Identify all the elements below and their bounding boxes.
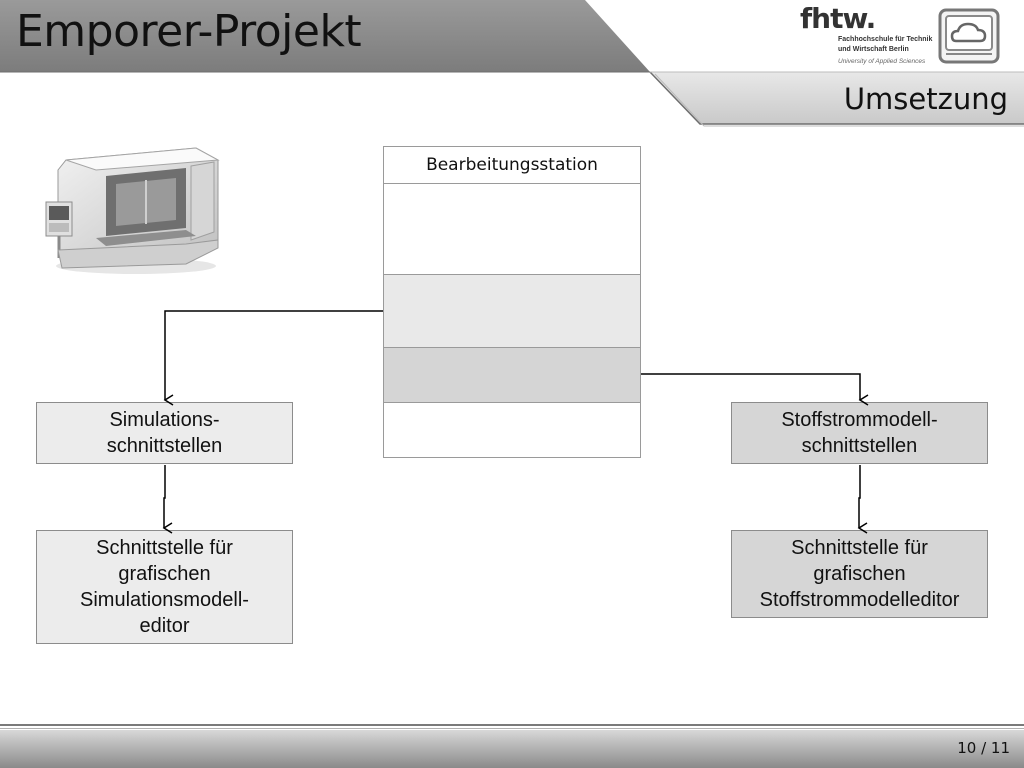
connector-station-to-material-flow: [641, 373, 869, 406]
footer-band: [0, 724, 1024, 768]
station-row: [384, 348, 640, 403]
box-text-line: Stoffstrommodelleditor: [759, 589, 960, 611]
box-text-line: grafischen: [118, 563, 211, 585]
section-title: Umsetzung: [843, 82, 1008, 116]
header-band: [0, 0, 1024, 130]
cloud-monitor-icon: [938, 8, 1000, 64]
station-row: [384, 275, 640, 348]
connector-station-to-simulation: [163, 310, 383, 406]
material-flow-interfaces-box: Stoffstrommodell- schnittstellen: [731, 402, 988, 464]
box-text-line: grafischen: [813, 563, 906, 585]
machine-tool-image: [36, 140, 226, 280]
processing-station: Bearbeitungsstation: [383, 146, 641, 458]
box-text-line: Simulationsmodell-: [80, 589, 249, 611]
simulation-editor-box: Schnittstelle für grafischen Simulations…: [36, 530, 293, 644]
page-number: 10 / 11: [957, 739, 1010, 757]
simulation-interfaces-box: Simulations- schnittstellen: [36, 402, 293, 464]
page-title: Emporer-Projekt: [16, 6, 362, 57]
box-text-line: schnittstellen: [106, 435, 223, 457]
station-row: [384, 403, 640, 457]
logo-text-line2: und Wirtschaft Berlin: [838, 46, 909, 53]
material-flow-editor-box: Schnittstelle für grafischen Stoffstromm…: [731, 530, 988, 618]
station-row: [384, 184, 640, 275]
box-text-line: Stoffstrommodell-: [781, 409, 938, 431]
box-text-line: schnittstellen: [801, 435, 918, 457]
logo-text-line3: University of Applied Sciences: [838, 58, 926, 65]
logo-mark: fhtw.: [800, 2, 876, 35]
box-text-line: Simulations-: [109, 409, 220, 431]
station-title: Bearbeitungsstation: [384, 147, 640, 184]
box-text-line: editor: [139, 615, 190, 637]
connector-simulation-to-editor: [162, 465, 173, 534]
university-logo: fhtw. Fachhochschule für Technik und Wir…: [798, 4, 938, 68]
logo-text-line1: Fachhochschule für Technik: [838, 36, 933, 43]
box-text-line: Schnittstelle für: [791, 537, 928, 559]
box-text-line: Schnittstelle für: [96, 537, 233, 559]
connector-material-flow-to-editor: [857, 465, 868, 534]
